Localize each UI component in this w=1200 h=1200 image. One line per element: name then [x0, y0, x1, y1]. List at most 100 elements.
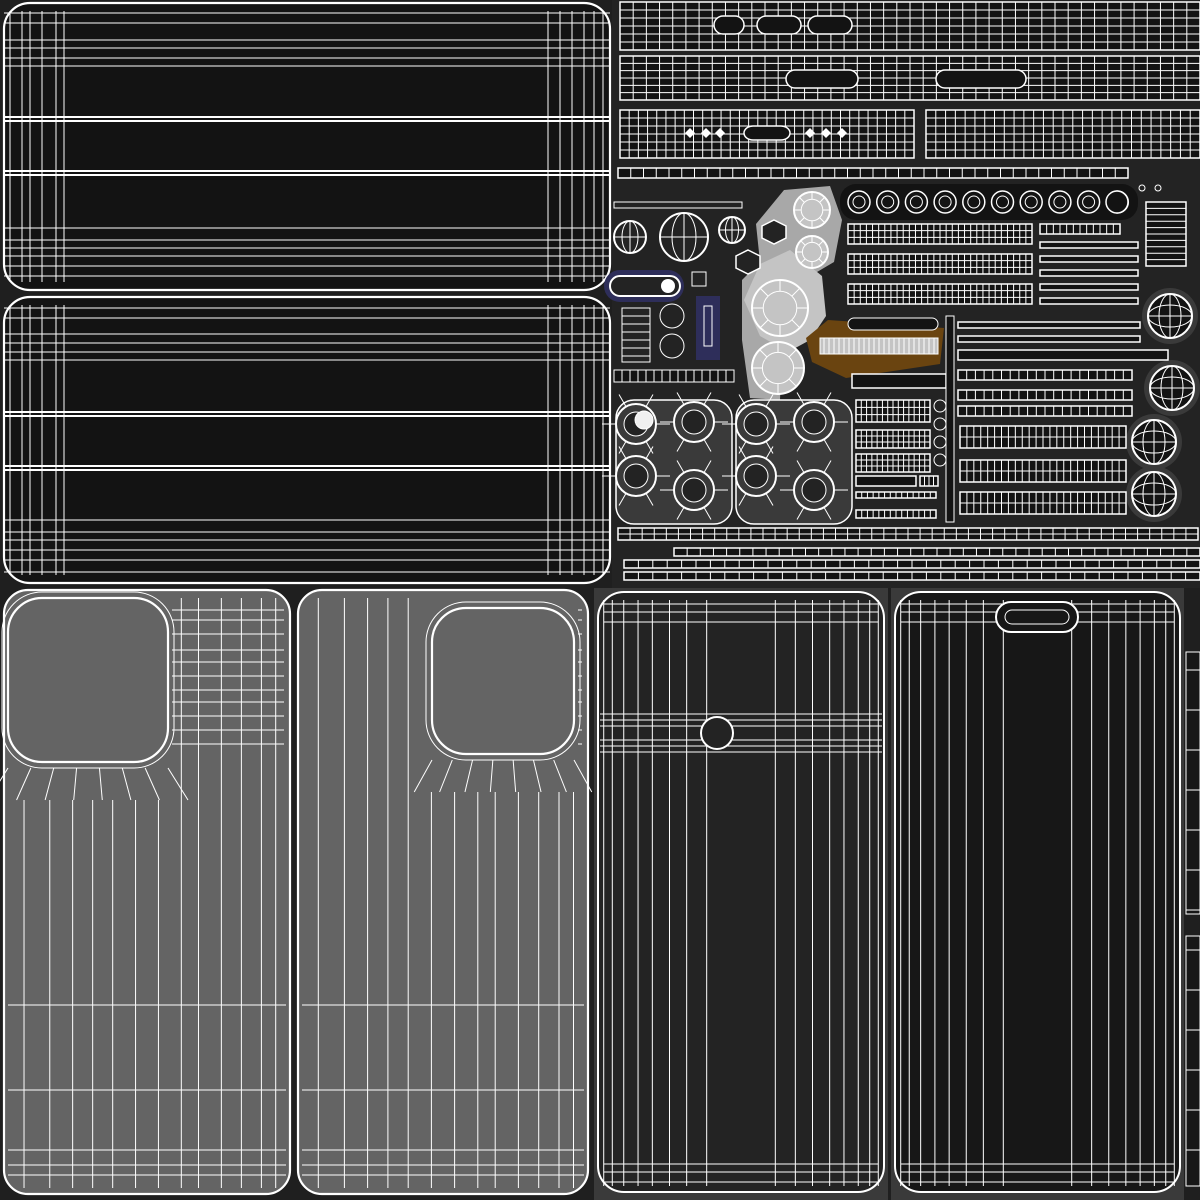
back-gray-panel-left	[0, 588, 292, 1196]
circle-row-item	[1048, 190, 1072, 214]
camera-bump-ring	[425, 601, 581, 761]
lens-fan-edge	[645, 446, 654, 459]
lens-fan-edge	[765, 394, 774, 407]
back-gray-panel-right	[296, 588, 593, 1196]
lens-fan-edge	[823, 439, 832, 452]
diamond-vertex	[821, 128, 831, 138]
thin-bar	[957, 349, 1169, 361]
fan-edge	[73, 767, 78, 801]
circle-row-inner	[909, 195, 923, 209]
lens-spoke	[819, 196, 826, 203]
navy-block-inner	[703, 305, 713, 347]
lens-fan-edge	[738, 441, 747, 454]
thin-bar	[1039, 283, 1139, 291]
lens-fan-edge	[796, 507, 805, 520]
lens-fan-edge	[676, 507, 685, 520]
lens-spoke	[759, 378, 768, 387]
fan-edge	[413, 759, 433, 793]
tiny-circle	[1154, 184, 1162, 192]
lens-core	[801, 409, 827, 435]
circle-row-inner	[852, 195, 866, 209]
dynamic-island-outline	[995, 601, 1079, 633]
panel-outline	[894, 591, 1181, 1193]
circle-row-item	[962, 190, 986, 214]
circle-row-inner	[967, 195, 981, 209]
lens-fan-edge	[765, 441, 774, 454]
circle-row-inner	[1053, 195, 1067, 209]
sphere-meridian	[621, 220, 639, 254]
lens-fan-edge	[738, 446, 747, 459]
sphere-parallel	[1149, 376, 1195, 400]
sphere-meridian	[1142, 471, 1166, 517]
lens-spoke	[818, 240, 824, 246]
diamond-vertex	[701, 128, 711, 138]
lens-spoke	[798, 196, 805, 203]
sphere-meridian	[1142, 419, 1166, 465]
slot-outline	[807, 15, 853, 35]
circle-row-inner	[1082, 195, 1096, 209]
lens-fan-edge	[738, 493, 747, 506]
flash-slot	[847, 317, 939, 331]
lens-core	[801, 477, 827, 503]
small-square	[691, 271, 707, 287]
lens-fan-edge	[703, 460, 712, 473]
case-top-black-panel	[2, 1, 612, 292]
small-lens	[659, 333, 685, 359]
lens-spoke	[819, 217, 826, 224]
fan-edge	[144, 767, 160, 801]
screen-panel-darker	[891, 588, 1184, 1200]
circle-row-item	[933, 190, 957, 214]
fan-edge	[439, 759, 453, 793]
thin-bar	[1039, 255, 1139, 263]
sphere-meridian	[1160, 365, 1184, 411]
lens-core	[623, 463, 649, 489]
camera-bump-outline	[430, 606, 576, 756]
small-bar	[851, 373, 947, 389]
diamond-vertex	[685, 128, 695, 138]
lens-fan-edge	[796, 392, 805, 405]
lens-fan-edge	[645, 394, 654, 407]
lens-fan-edge	[823, 392, 832, 405]
camera-bump-outline	[6, 596, 170, 764]
sphere-meridian	[725, 216, 739, 244]
thin-bar	[1039, 297, 1139, 305]
lens-plate-left	[602, 392, 733, 525]
lens-fan-edge	[703, 392, 712, 405]
button-strip	[613, 369, 735, 383]
panel-outline	[597, 591, 885, 1193]
diamond-vertex	[837, 128, 847, 138]
circle-row-item	[1105, 190, 1129, 214]
slot-outline	[785, 69, 859, 89]
small-bar	[855, 475, 917, 487]
circle-row-inner	[938, 195, 952, 209]
slot-outline	[743, 125, 791, 141]
lens-fan-edge	[823, 507, 832, 520]
lens-fan-edge	[618, 446, 627, 459]
lens-fan-edge	[676, 392, 685, 405]
circle-row-inner	[1024, 195, 1038, 209]
sphere-parallel	[1131, 482, 1177, 506]
sphere-parts	[840, 184, 1200, 522]
diamond-vertex	[715, 128, 725, 138]
vertical-divider	[945, 315, 955, 523]
camera-module-parts	[735, 186, 944, 400]
circle-row-item	[990, 190, 1015, 214]
button-block	[621, 307, 651, 363]
hex-part	[761, 219, 787, 245]
thin-bar	[1039, 241, 1139, 249]
sphere-base-strip	[613, 201, 743, 209]
panel-outline	[2, 295, 612, 585]
lens-fan-edge	[703, 507, 712, 520]
lens-spoke	[791, 319, 801, 329]
screen-panel-dark	[594, 588, 888, 1200]
circle-row-inner	[996, 195, 1009, 209]
sphere-meridian	[1158, 293, 1182, 339]
lens-spoke	[818, 258, 824, 264]
side-button-pill	[609, 275, 681, 297]
fan-edge	[121, 767, 132, 801]
fan-edge	[464, 759, 474, 793]
diamond-vertex	[805, 128, 815, 138]
camera-bump-ring	[1, 591, 175, 769]
thin-bar	[957, 321, 1141, 329]
fan-edge	[167, 767, 189, 801]
